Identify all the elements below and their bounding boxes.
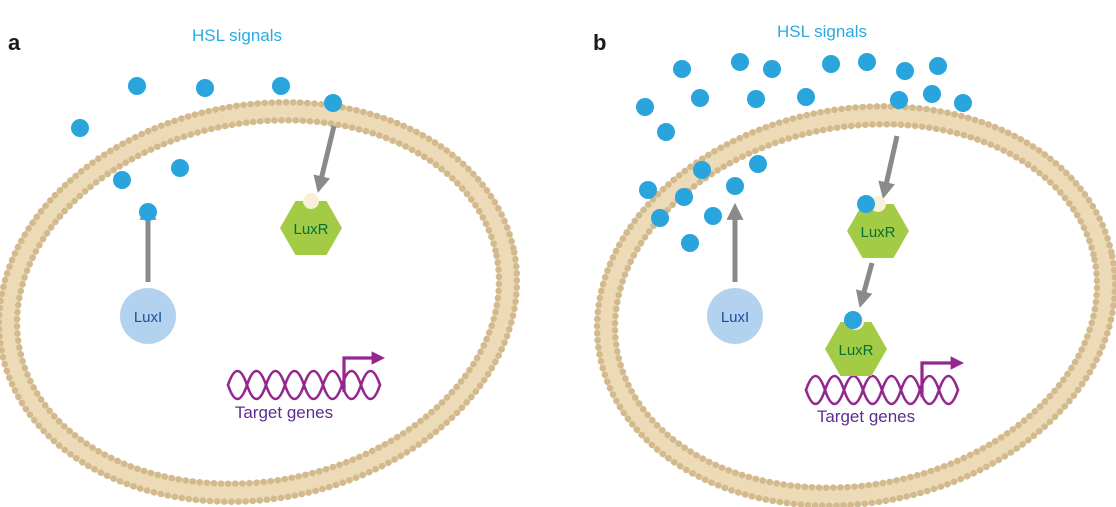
hsl-dot [822, 55, 840, 73]
hsl-dot [71, 119, 89, 137]
hsl-dot [726, 177, 744, 195]
luxr-activation-arrow-b [855, 262, 875, 308]
hsl-dot [171, 159, 189, 177]
hsl-dot [681, 234, 699, 252]
hsl-dot [139, 203, 157, 221]
luxi-circle-b [707, 288, 763, 344]
hsl-entry-arrow-b [878, 135, 900, 199]
luxr-hexagon-a [280, 201, 342, 255]
panel-letter-a: a [8, 30, 21, 55]
hsl-dot [675, 188, 693, 206]
hsl-dot [704, 207, 722, 225]
luxi-enzyme-a: LuxI [120, 288, 176, 344]
hsl-dot [747, 90, 765, 108]
hsl-dot [749, 155, 767, 173]
promoter-arrow-b [920, 356, 965, 397]
hsl-entry-arrow-a [313, 125, 337, 193]
hsl-dot [857, 195, 875, 213]
hsl-dot [929, 57, 947, 75]
luxi-label-b: LuxI [721, 309, 749, 326]
hsl-dot [636, 98, 654, 116]
membrane-inner-beads-a [13, 117, 503, 487]
luxr-hexagon-b1 [847, 204, 909, 258]
luxr-label-b2: LuxR [838, 342, 873, 359]
luxr-receptor-b1: LuxR [847, 196, 909, 258]
hsl-dot [858, 53, 876, 71]
hsl-dot [797, 88, 815, 106]
luxi-circle-a [120, 288, 176, 344]
luxr-hexagon-b2 [825, 322, 887, 376]
cell-membrane-b [595, 104, 1116, 507]
panel-letter-b: b [593, 30, 606, 55]
hsl-dot [324, 94, 342, 112]
hsl-dot [691, 89, 709, 107]
luxi-label-a: LuxI [134, 309, 162, 326]
hsl-dot [954, 94, 972, 112]
hsl-dot [651, 209, 669, 227]
hsl-dot [763, 60, 781, 78]
luxr-receptor-b2: LuxR [825, 314, 887, 376]
hsl-dot [896, 62, 914, 80]
hsl-dot [693, 161, 711, 179]
dna-strand-2-b [804, 374, 960, 406]
hsl-dot [844, 311, 862, 329]
hsl-dot [657, 123, 675, 141]
hsl-signals-label-b: HSL signals [777, 22, 867, 41]
cell-b [593, 103, 1116, 507]
hsl-dot [639, 181, 657, 199]
luxr-label-a: LuxR [293, 221, 328, 238]
dna-helix-b [804, 374, 960, 406]
cell-membrane-a [0, 100, 519, 504]
target-genes-label-a: Target genes [235, 403, 333, 422]
hsl-signals-label-a: HSL signals [192, 26, 282, 45]
target-genes-label-b: Target genes [817, 407, 915, 426]
membrane-inner-beads-b [611, 121, 1101, 491]
panel-a: LuxR LuxI a HSL signals Target genes [0, 26, 521, 505]
hsl-dot [673, 60, 691, 78]
cell-a [0, 99, 521, 505]
hsl-dot [890, 91, 908, 109]
hsl-dot [128, 77, 146, 95]
luxi-enzyme-b: LuxI [707, 288, 763, 344]
hsl-dots-b [636, 53, 972, 329]
luxr-receptor-a: LuxR [280, 193, 342, 255]
hsl-dot [731, 53, 749, 71]
luxr-binding-notch-a [303, 193, 319, 209]
dna-helix-a [226, 369, 382, 401]
hsl-dot [113, 171, 131, 189]
hsl-dot [923, 85, 941, 103]
hsl-dots-a [71, 77, 342, 221]
panel-b: LuxR LuxR LuxI b HSL signals Target gene… [593, 22, 1116, 507]
membrane-outer-beads-a [0, 99, 521, 505]
promoter-arrow-a [342, 351, 386, 392]
luxr-label-b1: LuxR [860, 224, 895, 241]
dna-strand-2-a [226, 369, 382, 401]
membrane-outer-beads-b [593, 103, 1116, 507]
hsl-dot [272, 77, 290, 95]
hsl-dot [196, 79, 214, 97]
